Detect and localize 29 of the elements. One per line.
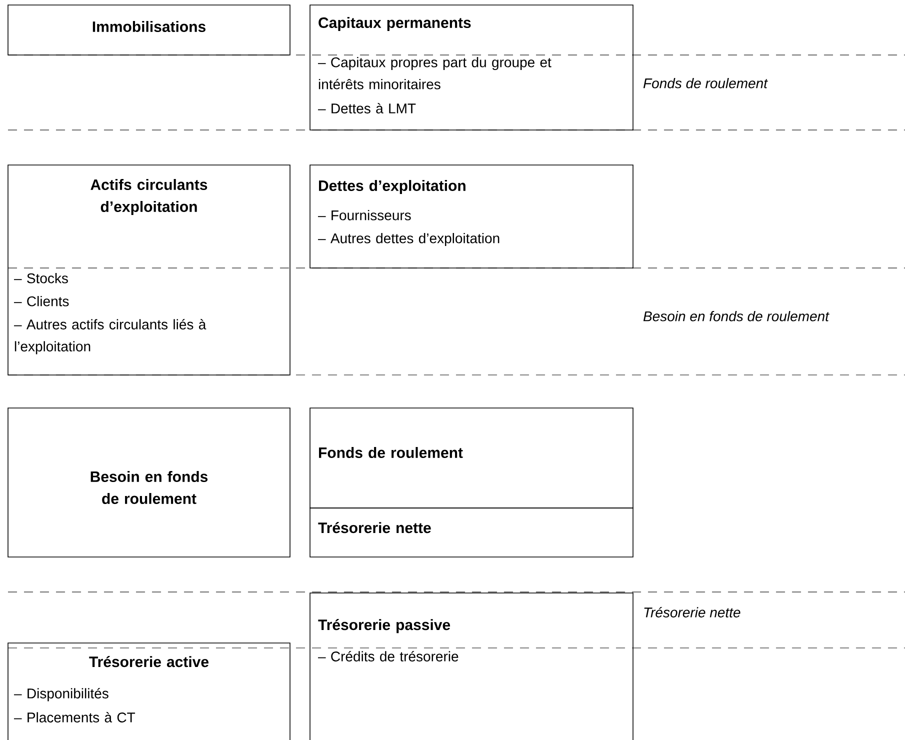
text-box — [8, 408, 290, 558]
text-box — [8, 642, 290, 740]
heading: Dettes d’exploitation — [319, 180, 466, 194]
list-item: – Dettes à LMT — [318, 102, 416, 114]
list-item: – Disponibilités — [14, 688, 108, 702]
list-item: – Placements à CT — [14, 712, 136, 722]
text-box — [310, 4, 634, 130]
list-item: – Fournisseurs — [318, 210, 411, 220]
list-item: – Autres actifs circulants liés à l’exploitation — [14, 318, 206, 354]
list-item: – Crédits de trésorerie — [318, 651, 458, 662]
list-item: – Autres dettes d’exploitation — [318, 233, 500, 246]
heading: Capitaux permanents — [318, 17, 471, 31]
list-item: – Capitaux propres part du groupe et intérêts minoritaires — [318, 57, 552, 90]
list-item: – Clients — [14, 296, 69, 306]
section-label: Besoin en fonds de roulement — [643, 311, 830, 322]
heading: Immobilisations — [92, 21, 206, 32]
text-box — [310, 592, 634, 740]
list-item: – Stocks — [14, 273, 68, 284]
heading: Trésorerie nette — [318, 522, 431, 534]
split-box — [310, 508, 634, 558]
text-box — [8, 164, 290, 376]
text-box — [8, 4, 290, 56]
heading: Trésorerie active — [89, 656, 208, 668]
heading: Besoin en fonds de roulement — [90, 471, 208, 504]
heading: Actifs circulants d’exploitation — [90, 179, 208, 215]
text-box — [310, 164, 634, 268]
heading: Fonds de roulement — [319, 447, 463, 458]
split-box — [310, 408, 634, 508]
heading: Trésorerie passive — [318, 619, 450, 634]
